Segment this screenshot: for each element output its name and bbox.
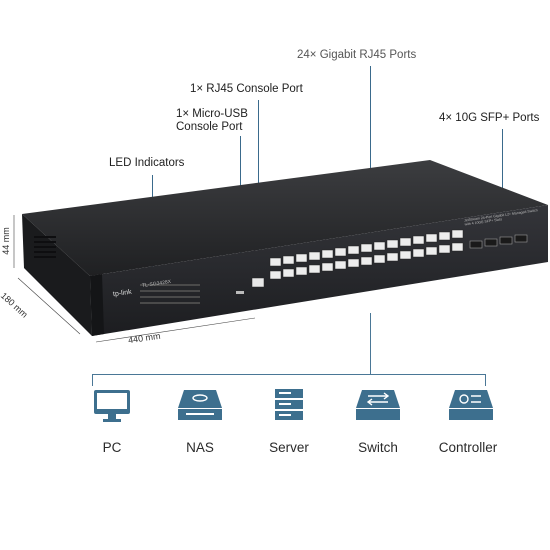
controller-icon	[449, 390, 493, 420]
device-server-label: Server	[269, 440, 309, 455]
micro-usb-callout-line1: 1× Micro-USB	[176, 108, 248, 120]
tree-drop-pc	[92, 374, 93, 386]
micro-usb-callout-line2: Console Port	[176, 121, 243, 133]
nas-icon	[178, 390, 222, 420]
led-indicators-callout: LED Indicators	[109, 157, 185, 169]
pc-icon	[94, 390, 130, 422]
side-vents	[34, 236, 56, 258]
dimension-height: 44 mm	[0, 227, 11, 255]
switch-icon	[356, 390, 400, 420]
tree-stem	[370, 313, 371, 374]
device-nas-label: NAS	[186, 440, 214, 455]
sfp-ports-leader	[502, 129, 503, 236]
micro-usb-port	[236, 291, 244, 294]
rj45-ports-callout: 24× Gigabit RJ45 Ports	[297, 49, 417, 61]
sfp-port-block	[469, 234, 528, 249]
rj45-console-port	[251, 277, 265, 288]
device-server: Server	[257, 388, 321, 458]
device-controller: Controller	[436, 388, 506, 458]
device-pc: PC	[80, 388, 144, 458]
device-switch: Switch	[346, 388, 410, 458]
sfp-ports-callout: 4× 10G SFP+ Ports	[439, 112, 540, 124]
device-switch-label: Switch	[358, 440, 398, 455]
switch-illustration	[13, 160, 548, 343]
rj45-port-block	[269, 229, 464, 280]
tree-bar	[92, 374, 486, 375]
device-nas: NAS	[168, 388, 232, 458]
rj45-ports-leader	[370, 66, 371, 238]
led-panel	[140, 284, 200, 304]
device-pc-label: PC	[102, 440, 122, 455]
server-icon	[275, 389, 303, 420]
tree-drop-controller	[485, 374, 486, 386]
rj45-console-callout: 1× RJ45 Console Port	[190, 83, 303, 95]
device-controller-label: Controller	[438, 440, 498, 455]
